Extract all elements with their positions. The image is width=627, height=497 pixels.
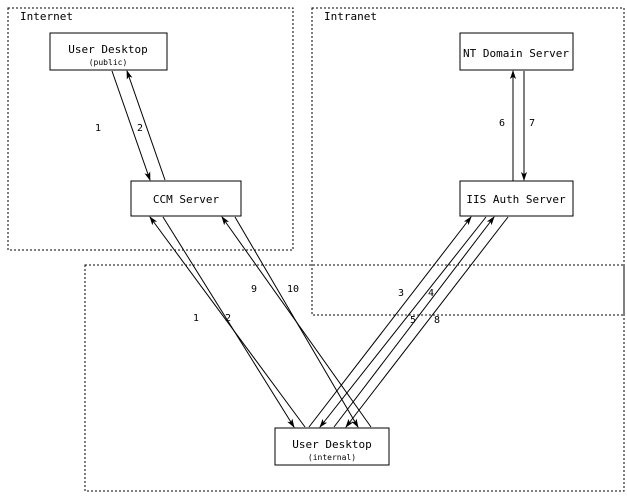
node-user-desktop-internal-box[interactable] xyxy=(274,427,390,466)
node-ccm-server-title: CCM Server xyxy=(153,193,220,206)
node-nt-domain-server-box[interactable] xyxy=(459,32,574,71)
node-nt-domain-server-title: NT Domain Server xyxy=(463,47,569,60)
flow-ccm-internal-desktop-right xyxy=(221,216,372,428)
flow-line-step-3 xyxy=(308,216,472,428)
flow-ccm-internal-desktop-left xyxy=(149,216,306,428)
node-user-desktop-public-subtitle: (public) xyxy=(89,58,128,67)
node-user-desktop-internal-title: User Desktop xyxy=(292,438,371,451)
flow-line-step-8 xyxy=(345,216,509,428)
node-iis-auth-server[interactable]: IIS Auth Server xyxy=(459,180,574,217)
zone-intranet-label: Intranet xyxy=(324,10,377,23)
node-nt-domain-server[interactable]: NT Domain Server xyxy=(459,32,574,71)
step-label-1-internal: 1 xyxy=(193,313,199,324)
zone-internet-label: Internet xyxy=(20,10,73,23)
node-ccm-server-box[interactable] xyxy=(130,180,242,217)
node-iis-auth-server-box[interactable] xyxy=(459,180,574,217)
flow-iis-internal-desktop-outer xyxy=(308,216,487,428)
zone-intranet: Intranet xyxy=(311,7,625,316)
node-user-desktop-internal-subtitle: (internal) xyxy=(308,453,356,462)
flow-line-step-5 xyxy=(333,216,495,428)
node-iis-auth-server-title: IIS Auth Server xyxy=(466,193,566,206)
flow-line-step-2 xyxy=(126,70,166,181)
flow-line-internal-step-1 xyxy=(149,216,306,428)
step-label-2-internal: 2 xyxy=(225,313,231,324)
step-label-7: 7 xyxy=(529,118,535,129)
flow-nt-domain-iis xyxy=(510,70,527,181)
node-user-desktop-internal[interactable]: User Desktop (internal) xyxy=(274,427,390,466)
flow-line-step-1 xyxy=(111,70,151,181)
step-label-10: 10 xyxy=(287,284,299,295)
node-user-desktop-public-title: User Desktop xyxy=(68,43,147,56)
flow-line-internal-step-2 xyxy=(162,216,295,428)
zone-internet: Internet xyxy=(7,7,294,251)
node-ccm-server[interactable]: CCM Server xyxy=(130,180,242,217)
zone-internet-border xyxy=(7,7,294,251)
step-label-9: 9 xyxy=(251,284,257,295)
flow-line-step-4 xyxy=(319,216,487,428)
zone-internal xyxy=(84,264,625,492)
step-label-4: 4 xyxy=(428,288,434,299)
node-user-desktop-public-box[interactable] xyxy=(49,32,168,71)
zone-intranet-border xyxy=(311,7,625,316)
step-label-5: 5 xyxy=(410,315,416,326)
flow-line-step-9 xyxy=(221,216,372,428)
flow-public-desktop-to-ccm xyxy=(111,70,166,181)
step-label-8: 8 xyxy=(434,315,440,326)
step-label-1-public: 1 xyxy=(95,123,101,134)
flow-iis-internal-desktop-inner xyxy=(333,216,509,428)
node-user-desktop-public[interactable]: User Desktop (public) xyxy=(49,32,168,71)
step-label-2-public: 2 xyxy=(137,123,143,134)
step-label-6: 6 xyxy=(499,118,505,129)
step-label-3: 3 xyxy=(398,288,404,299)
zone-internal-border xyxy=(84,264,625,492)
